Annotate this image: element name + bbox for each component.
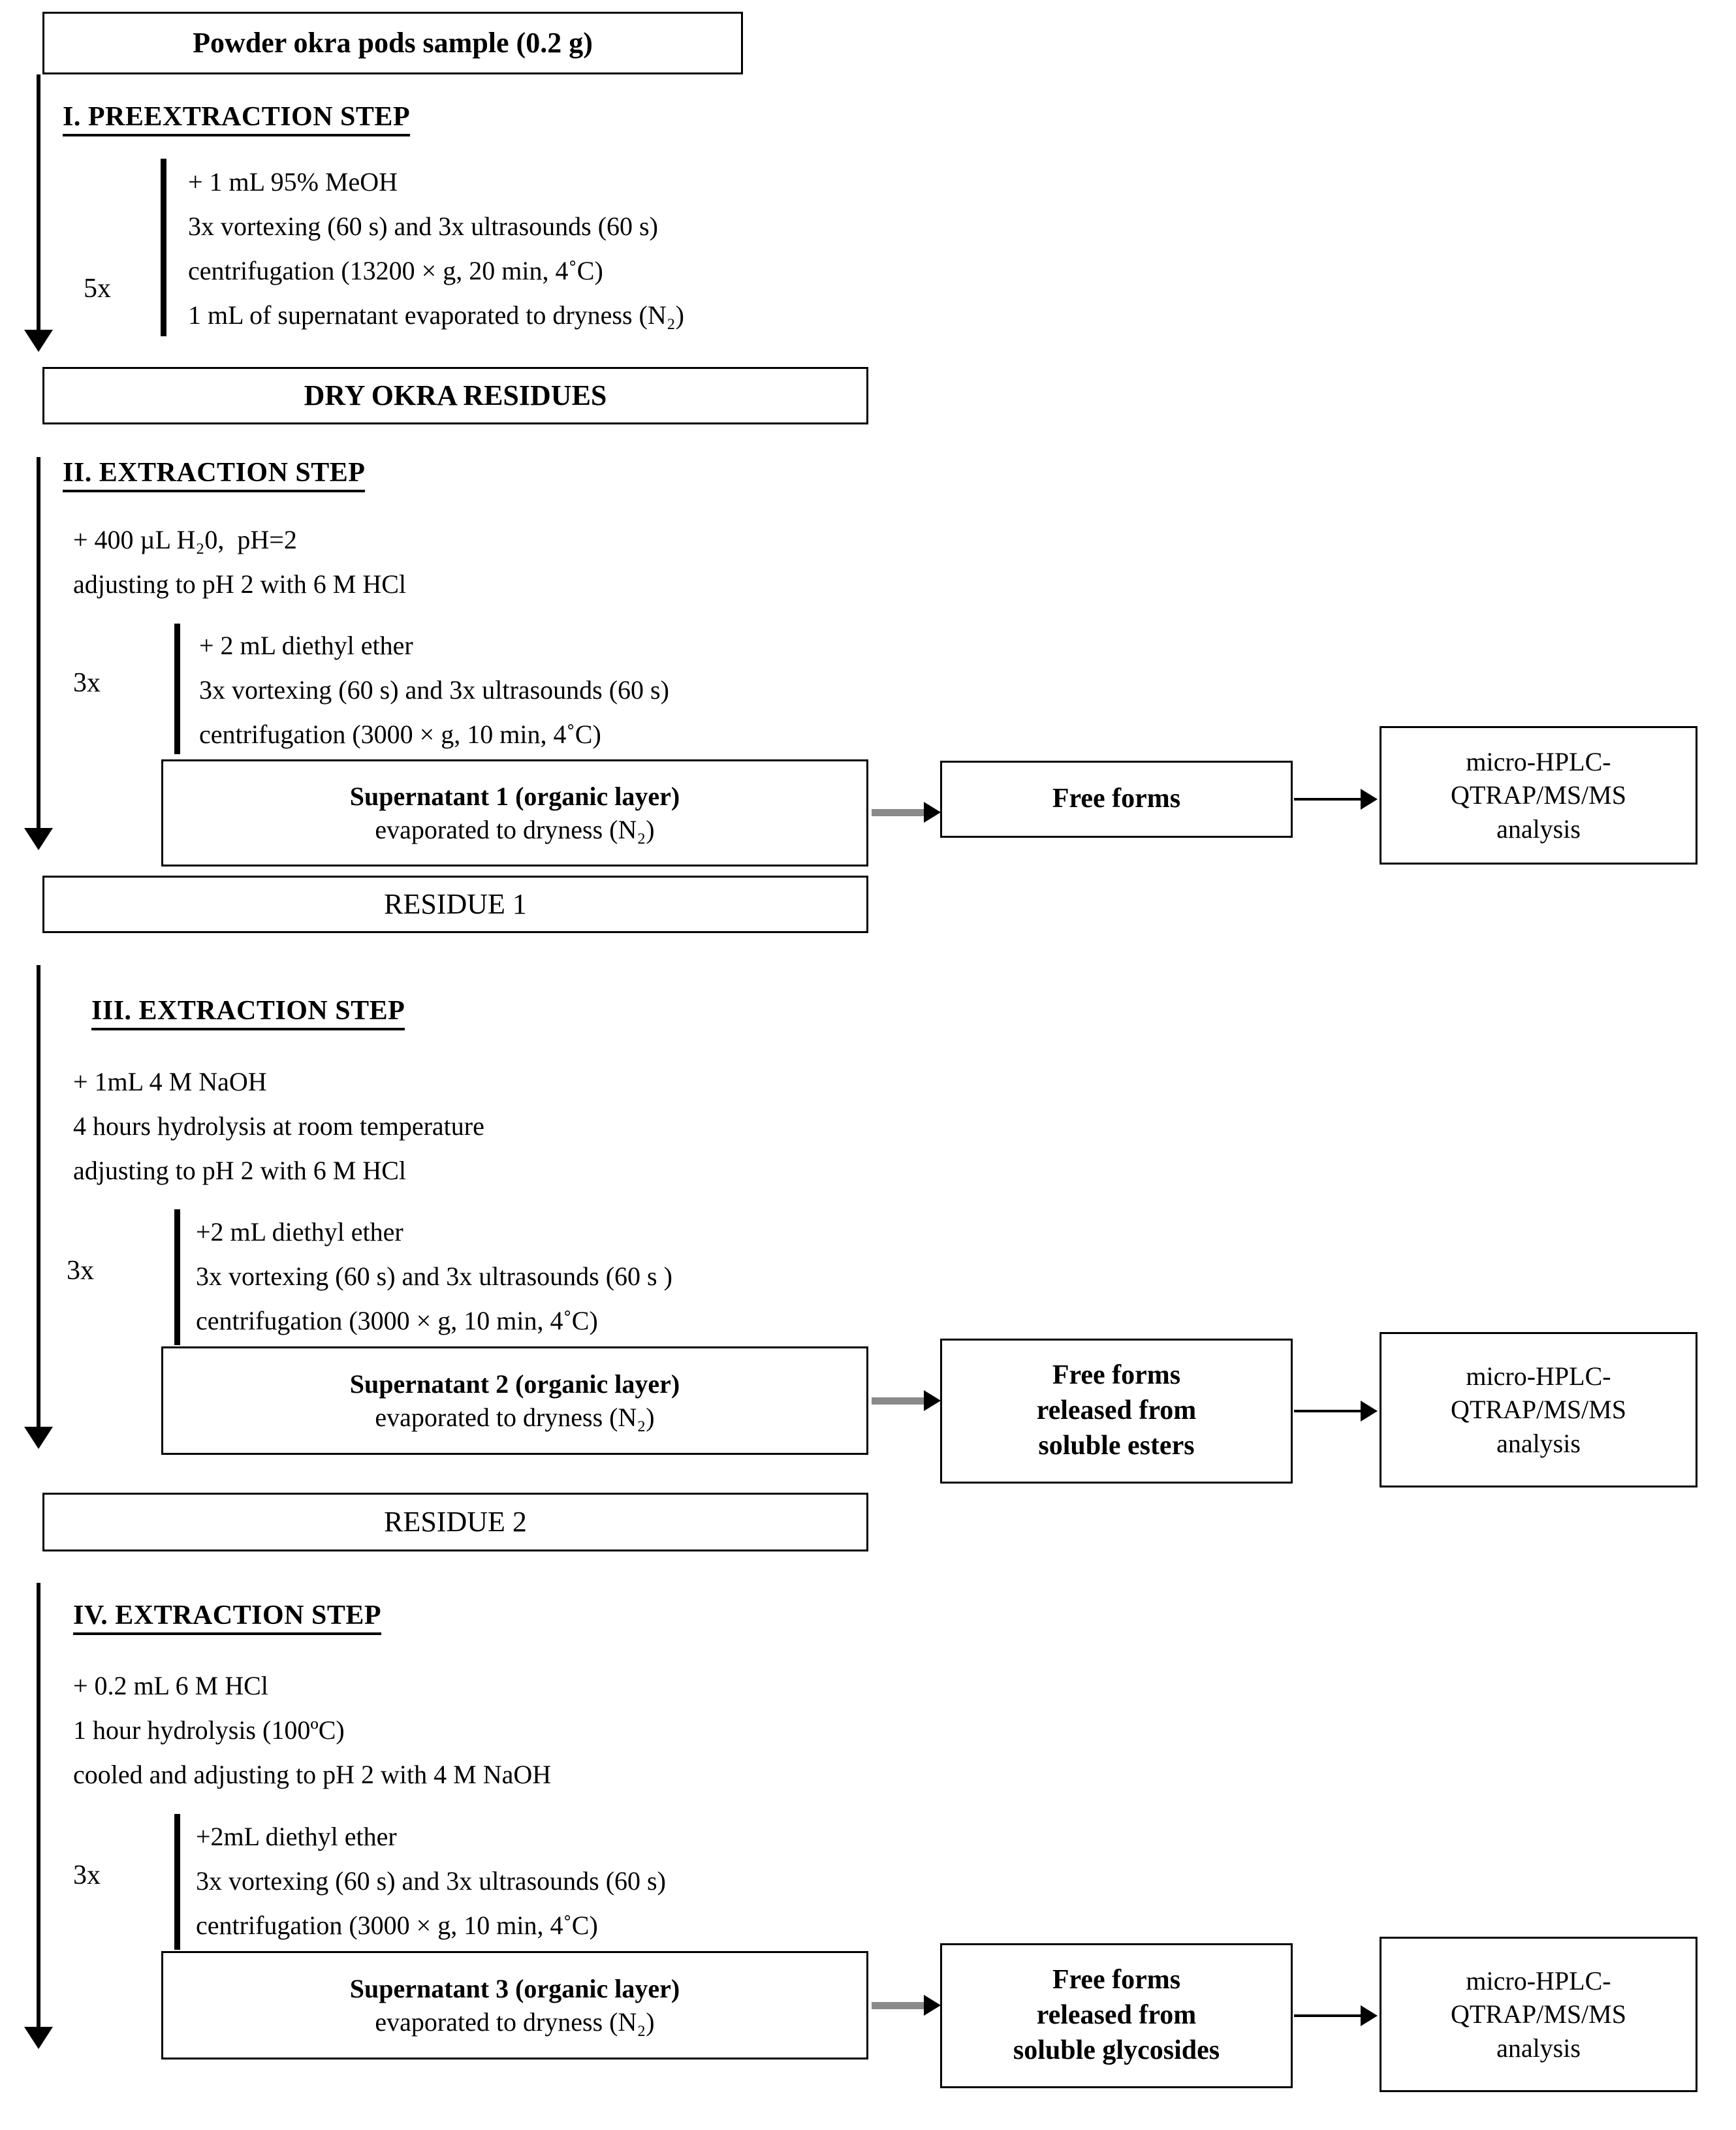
node-supernatant-3-line-1: Supernatant 3 (organic layer) — [349, 1973, 680, 2003]
step-3-detail-line-1: +2 mL diethyl ether — [196, 1217, 403, 1247]
node-dry-okra-residues-box: DRY OKRA RESIDUES — [42, 367, 868, 424]
node-analysis-1-box: micro-HPLC- QTRAP/MS/MS analysis — [1380, 726, 1697, 865]
step-2-repeat-label: 3x — [73, 668, 101, 698]
node-powder-sample-box: Powder okra pods sample (0.2 g) — [42, 12, 743, 74]
arrow-freeforms3-to-analysis3 — [1294, 2005, 1380, 2027]
node-analysis-2-line-2: QTRAP/MS/MS — [1451, 1395, 1626, 1425]
node-free-forms-3-line-2: released from — [1036, 2000, 1197, 2031]
node-residue-1-box: RESIDUE 1 — [42, 876, 868, 933]
step-3-detail-line-2: 3x vortexing (60 s) and 3x ultrasounds (… — [196, 1262, 672, 1291]
step-4-pre-line-1: + 0.2 mL 6 M HCl — [73, 1671, 268, 1700]
step-4-repeat-label: 3x — [73, 1860, 101, 1890]
step-1-heading: I. PREEXTRACTION STEP — [63, 101, 411, 136]
step-3-repeat-brace — [174, 1209, 180, 1345]
step-3-pre-line-3: adjusting to pH 2 with 6 M HCl — [73, 1156, 407, 1185]
step-4-pre-line-2: 1 hour hydrolysis (100ºC) — [73, 1715, 345, 1745]
step-2-repeat-brace — [174, 624, 180, 754]
node-free-forms-2-line-2: released from — [1036, 1395, 1197, 1426]
step-1-detail-line-4: 1 mL of supernatant evaporated to drynes… — [188, 300, 684, 330]
node-free-forms-1-line-1: Free forms — [1052, 784, 1181, 814]
step-4-detail-line-3: centrifugation (3000 × g, 10 min, 4˚C) — [196, 1911, 598, 1940]
flow-arrow-1-head — [24, 330, 53, 352]
step-3-pre-line-2: 4 hours hydrolysis at room temperature — [73, 1111, 484, 1141]
node-analysis-1-line-2: QTRAP/MS/MS — [1451, 780, 1626, 810]
node-analysis-3-line-1: micro-HPLC- — [1466, 1966, 1611, 1996]
step-3-detail-line-3: centrifugation (3000 × g, 10 min, 4˚C) — [196, 1306, 598, 1335]
step-4-repeat-brace — [174, 1814, 180, 1950]
node-supernatant-2-box: Supernatant 2 (organic layer) evaporated… — [161, 1346, 868, 1455]
step-3-pre-line-1: + 1mL 4 M NaOH — [73, 1067, 267, 1096]
step-4-heading: IV. EXTRACTION STEP — [73, 1600, 382, 1635]
node-supernatant-1-line-1: Supernatant 1 (organic layer) — [349, 781, 680, 811]
node-free-forms-2-line-3: soluble esters — [1038, 1430, 1195, 1461]
step-2-heading: II. EXTRACTION STEP — [63, 457, 366, 492]
node-analysis-3-line-3: analysis — [1496, 2033, 1581, 2063]
node-powder-sample-label: Powder okra pods sample (0.2 g) — [193, 26, 593, 59]
arrow-supernatant3-to-freeforms3 — [872, 1994, 943, 2016]
step-4-pre-line-3: cooled and adjusting to pH 2 with 4 M Na… — [73, 1760, 552, 1789]
node-free-forms-1-box: Free forms — [940, 761, 1293, 838]
node-free-forms-2-line-1: Free forms — [1052, 1360, 1181, 1391]
node-analysis-2-box: micro-HPLC- QTRAP/MS/MS analysis — [1380, 1332, 1697, 1487]
arrow-freeforms2-to-analysis2 — [1294, 1400, 1380, 1422]
node-residue-2-box: RESIDUE 2 — [42, 1493, 868, 1551]
step-2-detail-line-1: + 2 mL diethyl ether — [199, 631, 413, 660]
node-dry-okra-residues-label: DRY OKRA RESIDUES — [304, 379, 607, 411]
node-free-forms-3-line-3: soluble glycosides — [1013, 2035, 1220, 2065]
node-supernatant-2-line-1: Supernatant 2 (organic layer) — [349, 1369, 680, 1399]
step-1-detail-line-3: centrifugation (13200 × g, 20 min, 4˚C) — [188, 256, 603, 285]
arrow-supernatant1-to-freeforms1 — [872, 801, 943, 823]
step-1-repeat-brace — [161, 159, 166, 336]
step-2-detail-line-2: 3x vortexing (60 s) and 3x ultrasounds (… — [199, 675, 669, 705]
flow-arrow-2-head — [24, 828, 53, 850]
node-supernatant-2-line-2: evaporated to dryness (N₂) — [375, 1403, 655, 1432]
step-1-repeat-label: 5x — [84, 274, 111, 304]
node-free-forms-2-box: Free forms released from soluble esters — [940, 1339, 1293, 1484]
flow-arrow-1-shaft — [37, 74, 40, 336]
node-analysis-1-line-1: micro-HPLC- — [1466, 747, 1611, 777]
step-3-heading: III. EXTRACTION STEP — [91, 995, 405, 1030]
flow-arrow-2-shaft — [37, 457, 40, 836]
flow-arrow-3-head — [24, 1427, 53, 1449]
node-free-forms-3-line-1: Free forms — [1052, 1965, 1181, 1995]
node-analysis-3-line-2: QTRAP/MS/MS — [1451, 1999, 1626, 2029]
step-2-pre-line-1: + 400 µL H₂0, pH=2 — [73, 525, 297, 554]
step-1-detail-line-1: + 1 mL 95% MeOH — [188, 167, 398, 197]
flow-arrow-4-head — [24, 2027, 53, 2049]
node-analysis-3-box: micro-HPLC- QTRAP/MS/MS analysis — [1380, 1937, 1697, 2092]
node-residue-2-label: RESIDUE 2 — [384, 1505, 527, 1538]
step-3-repeat-label: 3x — [67, 1256, 94, 1286]
node-analysis-2-line-1: micro-HPLC- — [1466, 1361, 1611, 1391]
arrow-supernatant2-to-freeforms2 — [872, 1390, 943, 1412]
flow-arrow-3-shaft — [37, 965, 40, 1434]
step-1-detail-line-2: 3x vortexing (60 s) and 3x ultrasounds (… — [188, 212, 658, 241]
node-supernatant-3-box: Supernatant 3 (organic layer) evaporated… — [161, 1951, 868, 2059]
node-supernatant-1-line-2: evaporated to dryness (N₂) — [375, 815, 655, 844]
node-analysis-2-line-3: analysis — [1496, 1428, 1581, 1458]
node-analysis-1-line-3: analysis — [1496, 814, 1581, 844]
arrow-freeforms1-to-analysis1 — [1294, 788, 1380, 810]
step-2-pre-line-2: adjusting to pH 2 with 6 M HCl — [73, 569, 407, 599]
node-free-forms-3-box: Free forms released from soluble glycosi… — [940, 1943, 1293, 2088]
node-residue-1-label: RESIDUE 1 — [384, 887, 527, 920]
step-4-detail-line-2: 3x vortexing (60 s) and 3x ultrasounds (… — [196, 1866, 666, 1896]
node-supernatant-1-box: Supernatant 1 (organic layer) evaporated… — [161, 759, 868, 866]
flow-arrow-4-shaft — [37, 1583, 40, 2033]
step-2-detail-line-3: centrifugation (3000 × g, 10 min, 4˚C) — [199, 720, 601, 749]
step-4-detail-line-1: +2mL diethyl ether — [196, 1822, 397, 1851]
node-supernatant-3-line-2: evaporated to dryness (N₂) — [375, 2007, 655, 2037]
